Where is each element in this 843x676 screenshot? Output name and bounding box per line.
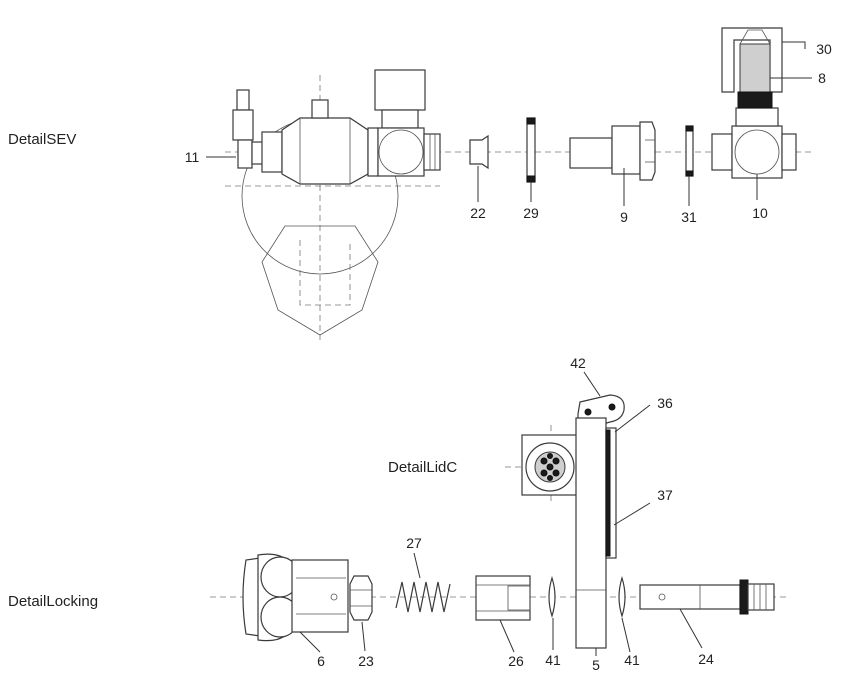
part-number-22: 22 <box>470 205 486 221</box>
detail-locking-group <box>210 394 790 649</box>
part-number-37: 37 <box>657 487 673 503</box>
part-number-24: 24 <box>698 651 714 667</box>
part-number-8: 8 <box>818 70 826 86</box>
sev-cross-valve <box>374 69 441 177</box>
detail-locking-label: DetailLocking <box>8 593 98 610</box>
part-30-housing <box>721 27 783 109</box>
part-number-6: 6 <box>317 653 325 669</box>
detail-lidc-label: DetailLidC <box>388 459 457 476</box>
part-22-cup <box>469 134 489 170</box>
part-number-9: 9 <box>620 209 628 225</box>
part-27-spring <box>395 581 451 613</box>
part-9-adapter <box>569 121 656 181</box>
part-37-strip <box>605 429 611 557</box>
part-23-nut <box>349 575 373 621</box>
part-41-washer-left <box>548 576 556 618</box>
part-31-ring <box>685 125 694 177</box>
part-number-41-left: 41 <box>545 652 561 668</box>
part-number-31: 31 <box>681 209 697 225</box>
part-11-pin <box>232 89 265 169</box>
part-41-washer-right <box>618 576 626 618</box>
part-number-26: 26 <box>508 653 524 669</box>
part-5-shaft <box>575 417 617 649</box>
part-29-ring <box>526 117 536 183</box>
part-8-filter-insert <box>739 43 771 93</box>
sev-hidden-outline <box>299 240 351 306</box>
part-number-36: 36 <box>657 395 673 411</box>
part-number-11: 11 <box>185 149 200 165</box>
detail-sev-label: DetailSEV <box>8 131 76 148</box>
part-24-bolt <box>639 579 775 615</box>
part-number-42: 42 <box>570 355 586 371</box>
sev-valve-body <box>261 99 379 185</box>
lidc-end-view <box>521 434 579 496</box>
part-number-41-right: 41 <box>624 652 640 668</box>
part-number-27: 27 <box>406 535 422 551</box>
part-10-cross-body <box>711 107 797 179</box>
part-6-knob <box>242 553 349 642</box>
part-number-23: 23 <box>358 653 374 669</box>
detail-sev-group <box>225 27 815 340</box>
part-number-10: 10 <box>752 205 768 221</box>
sev-lower-housing <box>261 225 379 336</box>
part-26-sleeve <box>475 575 531 621</box>
part-number-29: 29 <box>523 205 539 221</box>
part-number-5: 5 <box>592 657 600 673</box>
leader-lines <box>206 41 812 656</box>
part-number-30: 30 <box>816 41 832 57</box>
